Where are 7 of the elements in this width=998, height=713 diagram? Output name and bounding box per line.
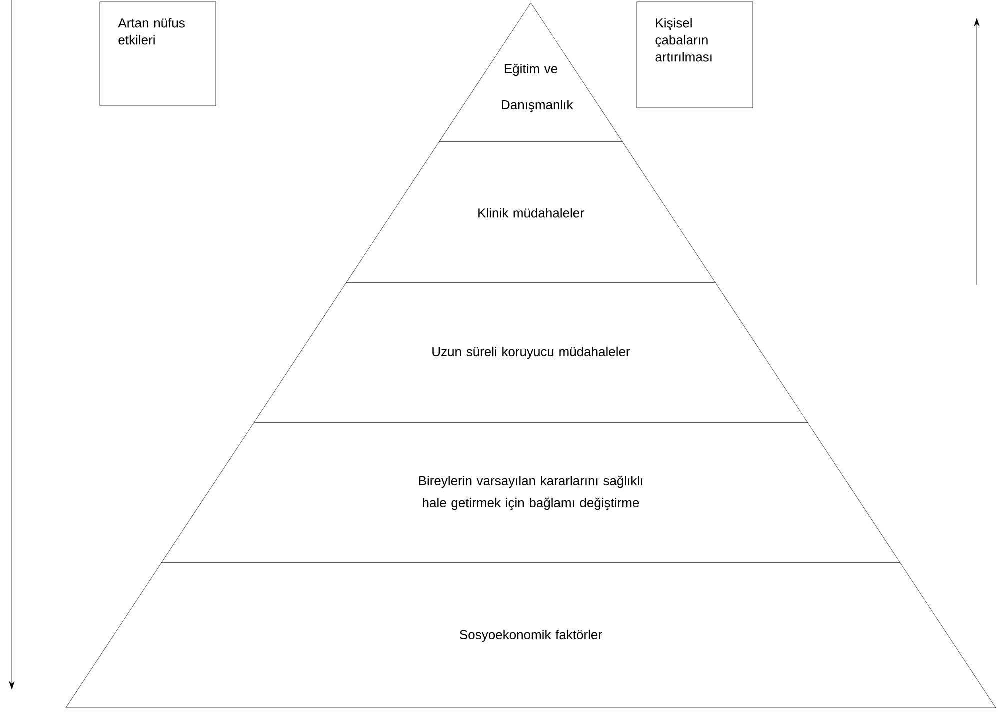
pyramid-layer: Eğitim ve Danışmanlık <box>439 2 623 142</box>
pyramid-layer: Uzun süreli koruyucu müdahaleler <box>254 282 808 424</box>
pyramid-layer: Klinik müdahaleler <box>346 142 716 284</box>
pyramid-layer: Bireylerin varsayılan kararlarını sağlıklı hale getirmek için bağlamı değiştirme <box>161 422 901 564</box>
pyramid-layer: Sosyoekonomik faktörler <box>66 562 996 708</box>
text-box: Kişisel çabaların artırılması <box>636 2 754 108</box>
text-box: Artan nüfus etkileri <box>100 2 216 106</box>
